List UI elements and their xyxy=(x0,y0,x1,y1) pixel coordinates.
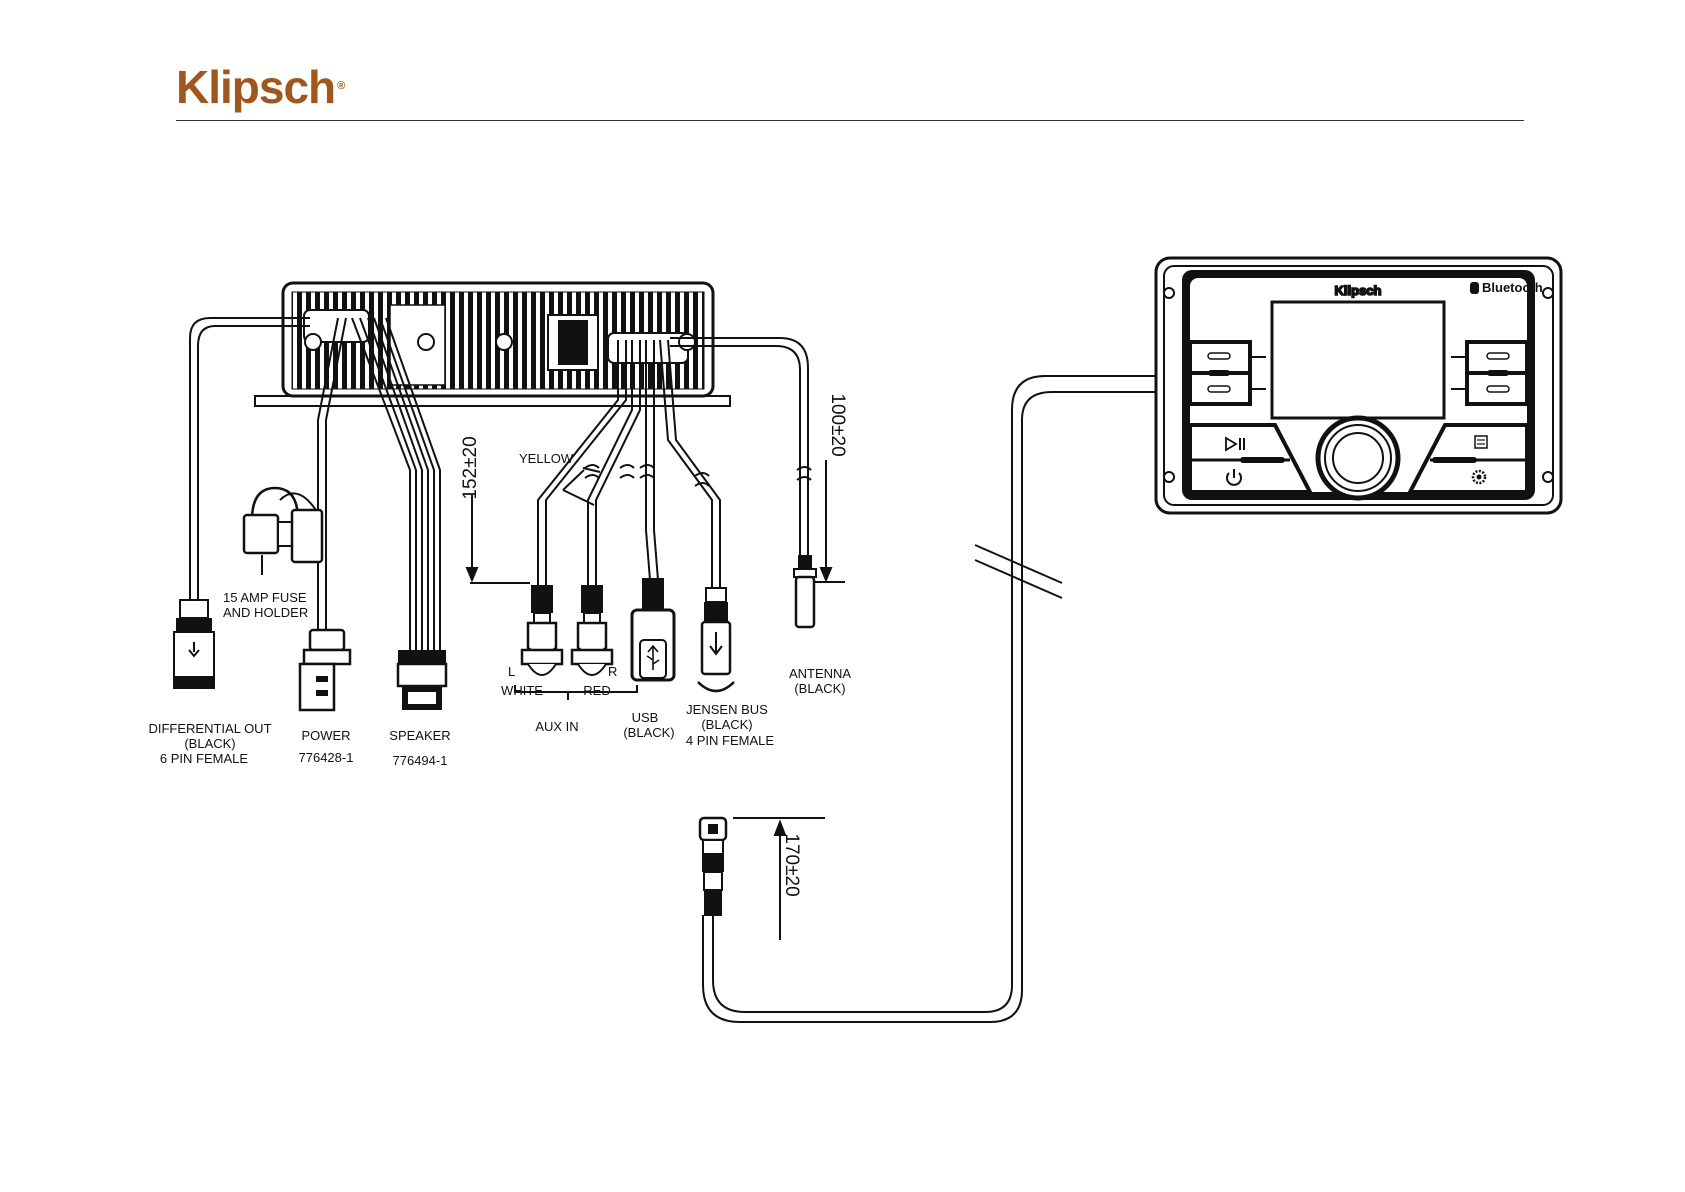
label-diff-line3: 6 PIN FEMALE xyxy=(160,751,248,766)
power-connector xyxy=(300,630,350,710)
antenna-connector xyxy=(794,555,816,627)
label-yellow: YELLOW xyxy=(519,451,574,466)
screw-icon xyxy=(1164,288,1174,298)
menu-icon xyxy=(1475,436,1487,448)
screw-icon xyxy=(496,334,512,350)
speaker-connector xyxy=(398,650,446,710)
label-power-line1: POWER xyxy=(301,728,350,743)
differential-out-connector xyxy=(174,600,214,688)
display-unit: Klipsch Bluetooth xyxy=(1156,258,1561,513)
display-brand: Klipsch xyxy=(1335,283,1382,298)
dimension-antenna: 100±20 xyxy=(827,393,848,456)
label-diff-line2: (BLACK) xyxy=(184,736,235,751)
bluetooth-icon xyxy=(1470,282,1479,294)
screw-icon xyxy=(679,334,695,350)
dimension-jensen: 170±20 xyxy=(781,833,802,896)
label-antenna-line2: (BLACK) xyxy=(794,681,845,696)
label-antenna-line1: ANTENNA xyxy=(789,666,851,681)
jensen-cable-connector xyxy=(700,818,726,916)
label-speaker-line2: 776494-1 xyxy=(393,753,448,768)
label-right: R xyxy=(608,664,617,679)
label-speaker-line1: SPEAKER xyxy=(389,728,450,743)
label-jensen-line3: 4 PIN FEMALE xyxy=(686,733,774,748)
jensen-bus-connector xyxy=(698,588,734,691)
label-usb-line2: (BLACK) xyxy=(623,725,674,740)
label-usb-line1: USB xyxy=(632,710,659,725)
dimension-rca: 152±20 xyxy=(460,436,481,499)
screw-icon xyxy=(1543,288,1553,298)
screw-icon xyxy=(418,334,434,350)
bluetooth-label: Bluetooth xyxy=(1482,280,1543,295)
screw-icon xyxy=(1543,472,1553,482)
rca-red-connector xyxy=(572,585,612,675)
screw-icon xyxy=(305,334,321,350)
label-red: RED xyxy=(583,683,610,698)
chassis xyxy=(255,283,730,406)
label-white: WHITE xyxy=(501,683,543,698)
screw-icon xyxy=(1164,472,1174,482)
usb-connector xyxy=(632,578,674,680)
label-aux-in: AUX IN xyxy=(535,719,578,734)
label-fuse-line1: 15 AMP FUSE xyxy=(223,590,307,605)
fuse-holder xyxy=(244,488,322,575)
label-jensen-line2: (BLACK) xyxy=(701,717,752,732)
label-power-line2: 776428-1 xyxy=(299,750,354,765)
labels: 152±20 100±20 170±20 YELLOW 15 AMP FUSE … xyxy=(148,393,851,896)
label-fuse-line2: AND HOLDER xyxy=(223,605,308,620)
label-diff-line1: DIFFERENTIAL OUT xyxy=(148,721,271,736)
label-left: L xyxy=(508,664,515,679)
label-jensen-line1: JENSEN BUS xyxy=(686,702,768,717)
rca-white-connector xyxy=(522,585,562,675)
